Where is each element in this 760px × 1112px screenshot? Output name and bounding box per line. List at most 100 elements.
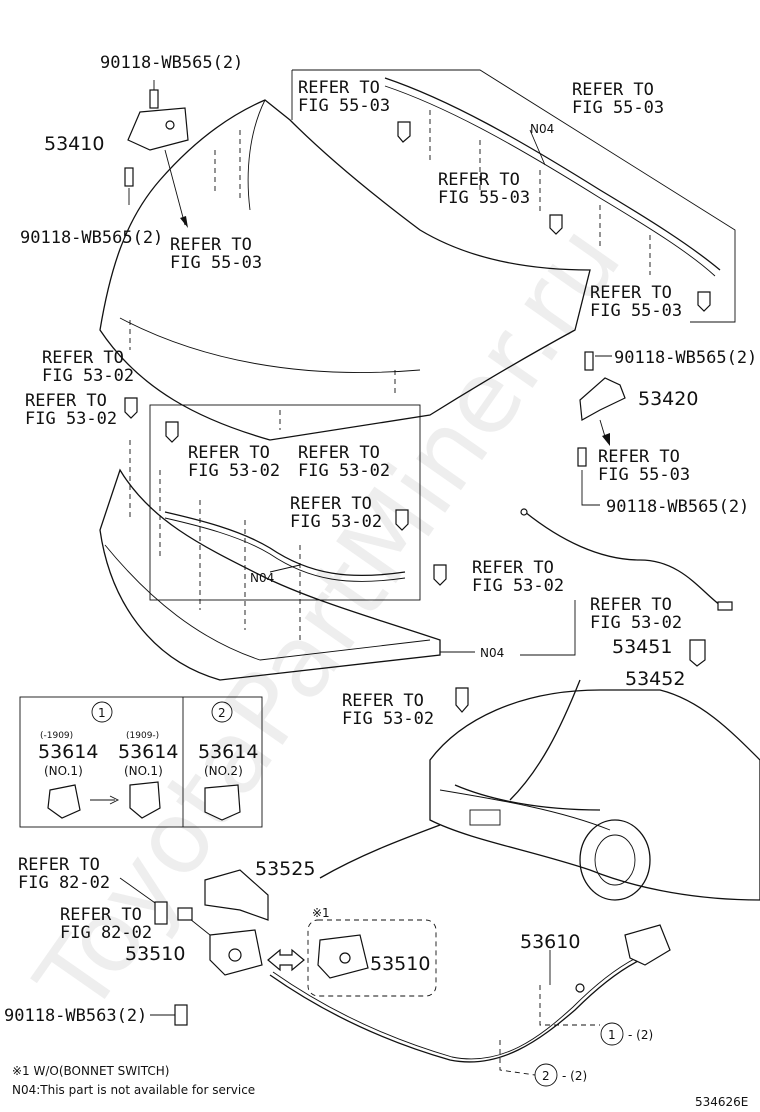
bolt-icon (577, 447, 587, 467)
refer-label: FIG 53-02 (298, 461, 390, 481)
refer-label: REFER TO (298, 78, 380, 98)
part-number-label: 53614 (118, 741, 178, 763)
refer-label: FIG 55-03 (298, 96, 390, 116)
refer-label: REFER TO (18, 855, 100, 875)
clip-icon (124, 397, 138, 419)
refer-label: REFER TO (472, 558, 554, 578)
variant-label: (NO.2) (204, 764, 243, 778)
part-number-label: 53610 (520, 931, 580, 953)
front-panel (99, 404, 441, 681)
bolt-label: 90118-WB565(2) (606, 497, 749, 517)
legend-2-suffix: - (2) (562, 1069, 587, 1083)
bolt-label: 90118-WB565(2) (614, 348, 757, 368)
refer-label: FIG 55-03 (590, 301, 682, 321)
hood-seal-group (291, 69, 736, 323)
refer-label: FIG 82-02 (60, 923, 152, 943)
switch-variant-box (307, 919, 437, 997)
part-number-label: 53452 (625, 668, 685, 690)
refer-label: FIG 53-02 (590, 613, 682, 633)
clip-icon (549, 214, 563, 235)
refer-label: REFER TO (590, 595, 672, 615)
figure-code: 534626E (695, 1095, 748, 1109)
vehicle-outline (319, 679, 760, 901)
bolt-label: 90118-WB565(2) (20, 228, 163, 248)
date-range-label: (1909-) (126, 731, 159, 741)
inset-circle-1-label: 1 (98, 706, 106, 720)
refer-label: REFER TO (298, 443, 380, 463)
refer-label: REFER TO (60, 905, 142, 925)
refer-label: FIG 82-02 (18, 873, 110, 893)
date-range-label: (-1909) (40, 731, 73, 741)
footnote: N04:This part is not available for servi… (12, 1083, 255, 1097)
variant-label: (NO.1) (44, 764, 83, 778)
hood-release-cable (269, 924, 671, 1076)
refer-label: FIG 55-03 (170, 253, 262, 273)
part-number-label: 53525 (255, 858, 315, 880)
variant-arrow (267, 948, 305, 972)
lock-release-cable (520, 508, 733, 667)
part-number-label: 53510 (370, 953, 430, 975)
refer-label: REFER TO (290, 494, 372, 514)
refer-label: FIG 55-03 (438, 188, 530, 208)
refer-label: FIG 53-02 (472, 576, 564, 596)
hood-lock-variant (317, 934, 369, 979)
hood-hinge-left (124, 80, 189, 228)
refer-label: FIG 53-02 (342, 709, 434, 729)
cushion-icon (455, 687, 469, 713)
refer-label: REFER TO (598, 447, 680, 467)
bolt-label: 90118-WB565(2) (100, 53, 243, 73)
legend-2-label: 2 (542, 1069, 550, 1083)
clip-icon (397, 121, 411, 143)
bolt-icon (124, 167, 134, 187)
switch-note-mark: ※1 (312, 906, 330, 920)
bolt-icon (584, 351, 594, 371)
clip-icon (395, 509, 409, 531)
refer-label: REFER TO (438, 170, 520, 190)
part-number-label: 53614 (38, 741, 98, 763)
bolt-label: 90118-WB563(2) (4, 1006, 147, 1026)
weatherstrip-box (149, 404, 421, 601)
n04-label: N04 (250, 571, 274, 585)
inset-circle-2-label: 2 (218, 706, 226, 720)
n04-label: N04 (480, 646, 504, 660)
refer-label: REFER TO (572, 80, 654, 100)
legend-1-label: 1 (608, 1028, 616, 1042)
refer-label: REFER TO (590, 283, 672, 303)
refer-label: FIG 53-02 (42, 366, 134, 386)
clip-variant-inset (19, 696, 263, 828)
hood-lock (119, 869, 269, 1026)
clip-icon (689, 639, 706, 667)
clip-icon (697, 291, 711, 312)
clips (124, 121, 711, 713)
refer-label: REFER TO (42, 348, 124, 368)
refer-label: REFER TO (25, 391, 107, 411)
refer-label: FIG 53-02 (25, 409, 117, 429)
refer-label: REFER TO (170, 235, 252, 255)
hood-hinge-right (577, 351, 626, 506)
variant-label: (NO.1) (124, 764, 163, 778)
clip-icon (165, 421, 179, 443)
weatherstrip (164, 511, 406, 577)
clip-icon (204, 784, 241, 821)
n04-label: N04 (530, 122, 554, 136)
refer-label: FIG 55-03 (572, 98, 664, 118)
release-lever-icon (624, 924, 671, 966)
clip-icon (47, 784, 81, 819)
refer-label: FIG 53-02 (290, 512, 382, 532)
part-number-label: 53410 (44, 133, 104, 155)
refer-label: REFER TO (342, 691, 424, 711)
part-number-label: 53420 (638, 388, 698, 410)
footnote: ※1 W/O(BONNET SWITCH) (12, 1064, 169, 1078)
refer-label: FIG 53-02 (188, 461, 280, 481)
part-number-label: 53451 (612, 636, 672, 658)
refer-label: FIG 55-03 (598, 465, 690, 485)
arrow-right-icon (90, 795, 120, 805)
part-number-label: 53614 (198, 741, 258, 763)
hood-panel (99, 99, 591, 441)
part-number-label: 53510 (125, 943, 185, 965)
refer-label: REFER TO (188, 443, 270, 463)
bolt-icon (174, 1004, 188, 1026)
legend-1-suffix: - (2) (628, 1028, 653, 1042)
